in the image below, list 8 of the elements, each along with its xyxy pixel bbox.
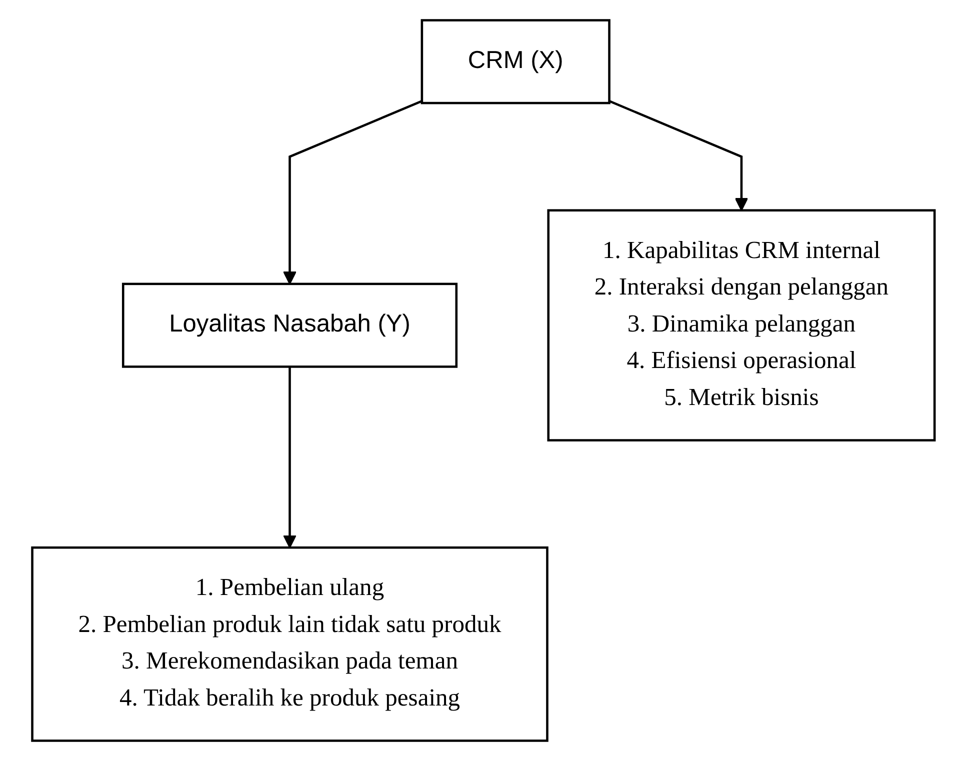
arrow [608, 100, 748, 210]
node-box [420, 18, 611, 104]
node-box [122, 282, 458, 368]
arrow [283, 100, 422, 284]
arrow [283, 366, 297, 548]
node-box [31, 546, 548, 742]
flowchart-diagram: CRM (X) Loyalitas Nasabah (Y) 1. Kapabilitas CRM internal 2. Interaksi dengan pelanggan 3. Dinamika pelanggan 4. Efisiensi operasional 5. Metrik bisnis 1. Pembelian ulang 2. Pembelian produk lain tidak satu produk 3. Merekomendasikan pada teman 4. Tidak beralih ke produk pesaing [20, 8, 947, 752]
node-box [547, 208, 936, 441]
